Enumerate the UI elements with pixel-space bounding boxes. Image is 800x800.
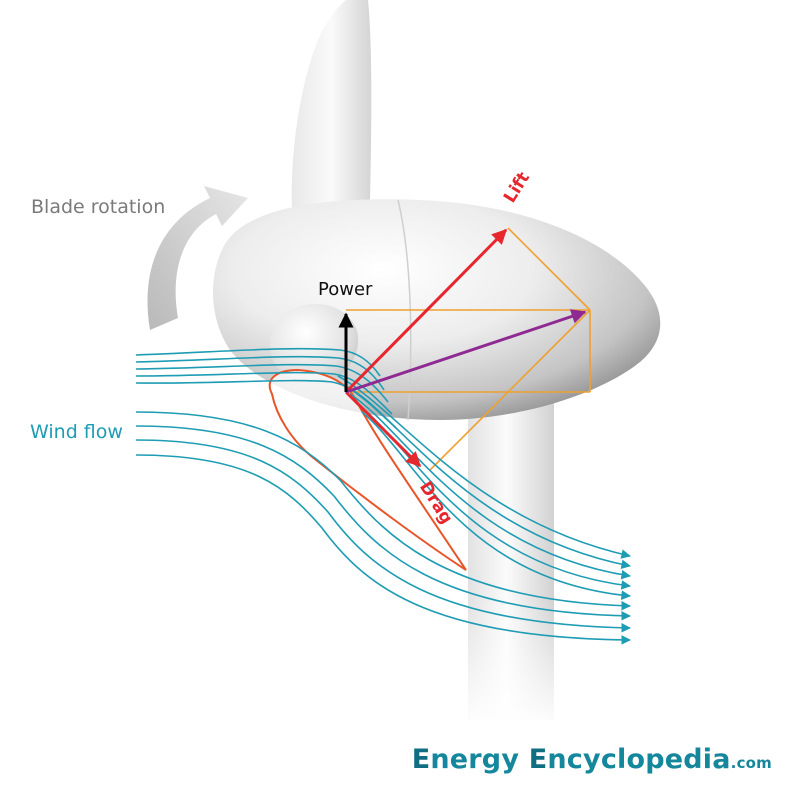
brand-logo: Energy Encyclopedia.com bbox=[412, 744, 772, 775]
resultant-arrow bbox=[345, 309, 587, 394]
brand-initial-1: E bbox=[411, 744, 431, 775]
force-parallelogram bbox=[346, 227, 591, 471]
drag-arrow bbox=[344, 390, 422, 468]
airfoil-profile bbox=[268, 368, 467, 571]
brand-initial-2: E bbox=[528, 744, 548, 775]
blade-rotation-label: Blade rotation bbox=[31, 196, 166, 218]
brand-word-1: nergy bbox=[430, 744, 520, 775]
nacelle-seam bbox=[397, 199, 412, 421]
power-label: Power bbox=[318, 279, 373, 300]
brand-word-2: ncyclopedia bbox=[547, 744, 731, 775]
blade-rotation-arrow-icon bbox=[147, 186, 248, 330]
brand-suffix: .com bbox=[730, 754, 772, 772]
wind-flow-label: Wind flow bbox=[30, 421, 123, 443]
tower-fade bbox=[460, 600, 562, 730]
upper-blade bbox=[291, 0, 372, 210]
lift-arrow bbox=[344, 228, 508, 394]
